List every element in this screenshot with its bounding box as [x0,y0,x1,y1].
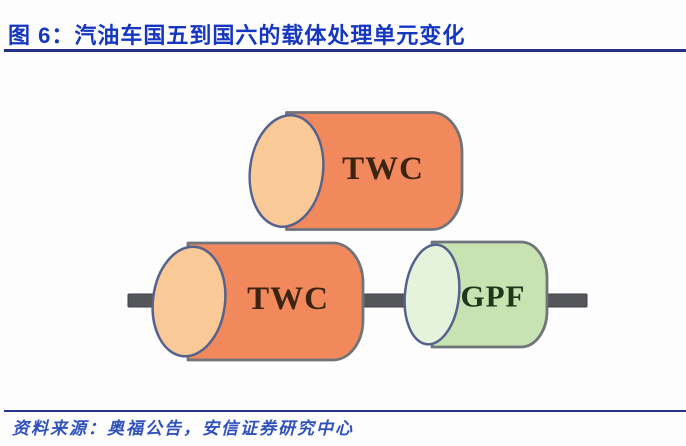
gpf-guo6-label: GPF [461,279,526,314]
twc-guo6-face [151,245,227,358]
cylinder-gpf-guo6: GPF [403,240,549,349]
cylinder-twc-guo5: TWC [248,111,464,231]
twc-guo5-body [285,111,464,231]
gpf-guo6-body [430,240,549,349]
cylinder-twc-guo6: TWC [151,241,365,362]
twc-guo6-body [186,241,365,362]
aftertreatment-diagram: TWC TWC GPF [127,111,588,362]
title-underline [4,49,686,52]
source-attribution: 资料来源：奥福公告，安信证券研究中心 [12,419,354,438]
gpf-guo6-face [403,243,461,346]
twc-guo6-label: TWC [247,281,329,317]
figure-title: 图 6：汽油车国五到国六的载体处理单元变化 [8,23,466,48]
twc-guo5-label: TWC [342,151,424,187]
diagram-area: TWC TWC GPF [0,60,686,400]
source-divider [4,410,686,412]
twc-guo5-face [248,113,325,229]
